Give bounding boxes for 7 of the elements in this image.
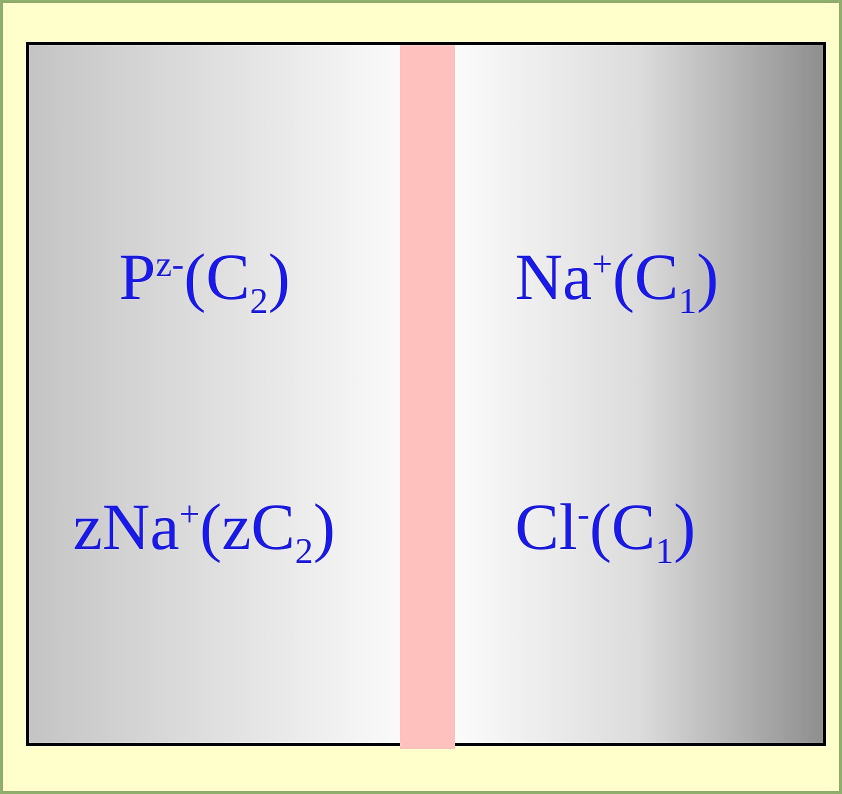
- ion-label: Cl$^{-}$(C$_{1}$): [515, 495, 696, 570]
- ion-label: Na$^{+}$(C$_{1}$): [515, 245, 719, 320]
- compartment-panel: [455, 45, 823, 743]
- ion-label: P$^{z-}$(C$_{2}$): [119, 245, 290, 320]
- compartment-panel: [29, 45, 400, 743]
- ion-label: zNa$^{+}$(zC$_{2}$): [73, 495, 336, 570]
- membrane-bar: [400, 45, 455, 749]
